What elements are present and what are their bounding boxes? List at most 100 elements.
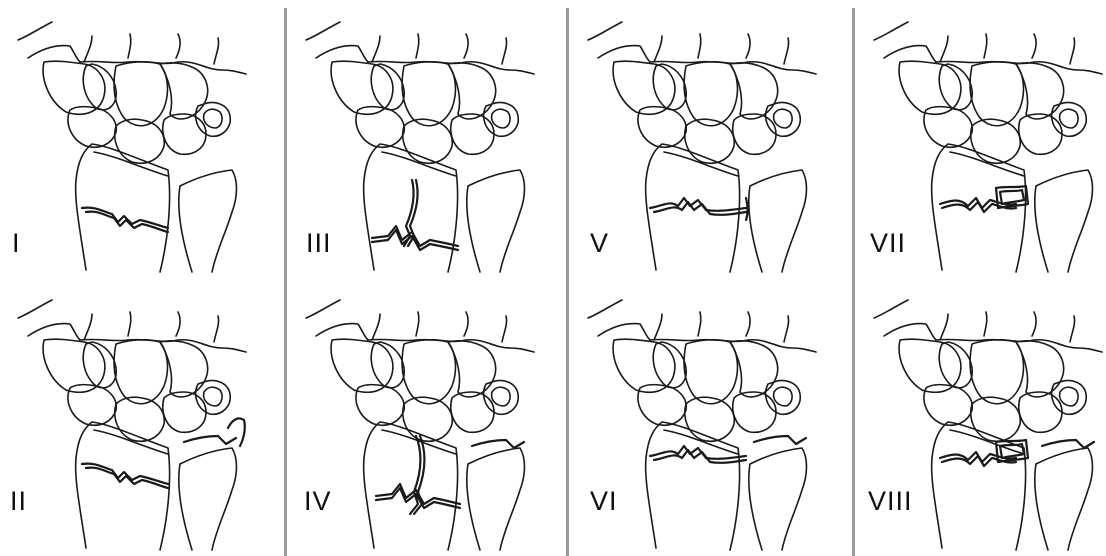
panel-v xyxy=(570,0,846,278)
fracture-line-3 xyxy=(184,436,236,444)
triquetrum-outline xyxy=(451,114,494,154)
panel-label-vi: VI xyxy=(590,486,618,517)
trapezium-outline xyxy=(43,61,105,114)
metacarpal-1-outline xyxy=(18,22,80,62)
trapezium-outline xyxy=(613,339,675,392)
fracture-line-5 xyxy=(472,440,524,448)
column-divider-3 xyxy=(852,8,855,556)
panel-label-i: I xyxy=(12,228,21,259)
radius-outline xyxy=(646,422,740,550)
metacarpal-1-outline xyxy=(874,22,936,62)
capitate-outline xyxy=(684,62,737,126)
column-divider-1 xyxy=(284,8,287,556)
trapezoid-outline xyxy=(939,64,972,110)
metacarpal-4-outline xyxy=(464,34,468,58)
panel-label-viii: VIII xyxy=(868,486,913,517)
metacarpal-5-outline xyxy=(1070,38,1075,64)
metacarpal-2-outline xyxy=(372,314,380,340)
metacarpal-3-outline xyxy=(698,312,701,336)
metacarpal-5-outline xyxy=(502,316,507,342)
panel-label-v: V xyxy=(590,228,609,259)
metacarpal-3-outline xyxy=(416,312,419,336)
trapezoid-outline xyxy=(83,342,116,388)
triquetrum-outline xyxy=(1019,114,1062,154)
metacarpal-3-outline xyxy=(984,312,987,336)
pisiform-inner-outline xyxy=(204,387,222,406)
metacarpal-4-outline xyxy=(746,34,750,58)
metacarpal-1-outline xyxy=(588,300,650,340)
triquetrum-outline xyxy=(733,392,776,432)
pisiform-inner-outline xyxy=(774,387,792,406)
metacarpal-2-outline xyxy=(84,314,92,340)
trapezoid-outline xyxy=(653,342,686,388)
scaphoid-outline xyxy=(68,385,116,426)
panel-ii xyxy=(0,278,276,556)
metacarpal-4-outline xyxy=(1032,34,1036,58)
metacarpal-3-outline xyxy=(416,34,419,58)
scaphoid-outline xyxy=(638,107,686,148)
metacarpal-4-outline xyxy=(464,312,468,336)
ulna-outline xyxy=(467,448,525,550)
metacarpal-2-outline xyxy=(654,314,662,340)
radius-outline xyxy=(364,144,458,272)
capitate-outline xyxy=(402,62,455,126)
metacarpal-3-outline xyxy=(698,34,701,58)
triquetrum-outline xyxy=(733,114,776,154)
capitate-outline xyxy=(114,62,167,126)
metacarpal-3-outline xyxy=(128,312,131,336)
scaphoid-outline xyxy=(924,385,972,426)
metacarpal-2-outline xyxy=(84,36,92,62)
fracture-line-3 xyxy=(754,436,806,444)
panel-i xyxy=(0,0,276,278)
metacarpal-3-outline xyxy=(984,34,987,58)
trapezium-outline xyxy=(43,339,105,392)
fracture-line-4 xyxy=(1000,190,1024,204)
trapezoid-outline xyxy=(371,342,404,388)
pisiform-inner-outline xyxy=(492,387,510,406)
fracture-line-1 xyxy=(410,436,420,514)
metacarpal-4-outline xyxy=(1032,312,1036,336)
fracture-line-2 xyxy=(86,468,168,488)
fracture-line-4 xyxy=(372,230,458,250)
ulna-outline xyxy=(749,448,807,550)
metacarpal-2-outline xyxy=(940,36,948,62)
trapezoid-outline xyxy=(371,64,404,110)
fracture-line-1 xyxy=(82,464,168,484)
ulna-outline xyxy=(179,170,237,272)
trapezium-outline xyxy=(899,61,961,114)
metacarpal-2-outline xyxy=(372,36,380,62)
triquetrum-outline xyxy=(163,114,206,154)
capitate-outline xyxy=(970,62,1023,126)
metacarpal-4-outline xyxy=(176,34,180,58)
trapezoid-outline xyxy=(653,64,686,110)
panel-label-iv: IV xyxy=(304,486,332,517)
metacarpal-1-outline xyxy=(874,300,936,340)
capitate-outline xyxy=(114,340,167,404)
pisiform-inner-outline xyxy=(774,109,792,128)
trapezoid-outline xyxy=(83,64,116,110)
trapezium-outline xyxy=(613,61,675,114)
pisiform-inner-outline xyxy=(1060,109,1078,128)
radius-outline xyxy=(364,422,458,550)
metacarpal-5-outline xyxy=(502,38,507,64)
metacarpal-5-outline xyxy=(1070,316,1075,342)
ulna-outline xyxy=(1035,170,1093,272)
fracture-line-5 xyxy=(1042,440,1094,448)
radius-outline xyxy=(76,422,170,550)
ulna-outline xyxy=(1035,448,1093,550)
metacarpal-2-outline xyxy=(654,36,662,62)
ulna-outline xyxy=(179,448,237,550)
metacarpal-4-outline xyxy=(746,312,750,336)
capitate-outline xyxy=(970,340,1023,404)
scaphoid-outline xyxy=(356,385,404,426)
wrist-diagram xyxy=(0,278,276,556)
pisiform-inner-outline xyxy=(204,109,222,128)
metacarpal-3-outline xyxy=(128,34,131,58)
metacarpal-5-outline xyxy=(214,316,219,342)
trapezium-outline xyxy=(331,339,393,392)
metacarpal-5-outline xyxy=(784,316,789,342)
metacarpal-5-outline xyxy=(784,38,789,64)
metacarpal-1-outline xyxy=(306,22,368,62)
trapezium-outline xyxy=(331,61,393,114)
